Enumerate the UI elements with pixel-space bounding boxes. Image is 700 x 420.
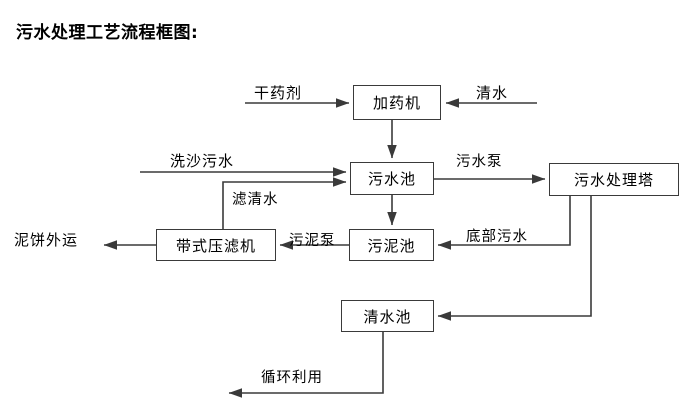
node-belt-filter-press[interactable]: 带式压滤机 xyxy=(156,229,276,261)
node-sewage-pool[interactable]: 污水池 xyxy=(350,162,434,195)
node-dosing-machine[interactable]: 加药机 xyxy=(353,85,441,120)
node-label: 污泥池 xyxy=(367,236,416,255)
edge-label-sewage-pump: 污水泵 xyxy=(456,154,503,170)
node-treatment-tower[interactable]: 污水处理塔 xyxy=(549,163,679,196)
node-label: 带式压滤机 xyxy=(175,236,256,255)
terminal-sand-wash-sewage: 洗沙污水 xyxy=(170,152,235,170)
node-label: 污水池 xyxy=(367,170,416,188)
terminal-mud-cake-out: 泥饼外运 xyxy=(14,231,79,249)
edge-label-bottom-sewage: 底部污水 xyxy=(466,229,528,245)
node-clear-water-pool[interactable]: 清水池 xyxy=(341,300,434,332)
terminal-dry-chemical: 干药剂 xyxy=(254,84,303,102)
node-label: 加药机 xyxy=(372,94,421,112)
page-title: 污水处理工艺流程框图: xyxy=(16,23,199,43)
edge-label-filtered-clear-water: 滤清水 xyxy=(232,192,279,208)
edge-label-recycle-reuse: 循环利用 xyxy=(261,370,323,386)
node-sludge-pool[interactable]: 污泥池 xyxy=(349,229,434,261)
terminal-clean-water: 清水 xyxy=(476,84,509,102)
node-label: 污水处理塔 xyxy=(573,171,654,189)
edge-tower-to-clear-water-pool xyxy=(437,196,592,321)
edge-bottom-sewage-to-sludge-pool xyxy=(437,196,571,250)
edge-filtered-water-to-sewage-pool xyxy=(222,177,347,229)
edge-label-sludge-pump: 污泥泵 xyxy=(289,233,336,249)
node-label: 清水池 xyxy=(363,307,412,326)
edge-clear-water-pool-recycle xyxy=(228,332,384,398)
